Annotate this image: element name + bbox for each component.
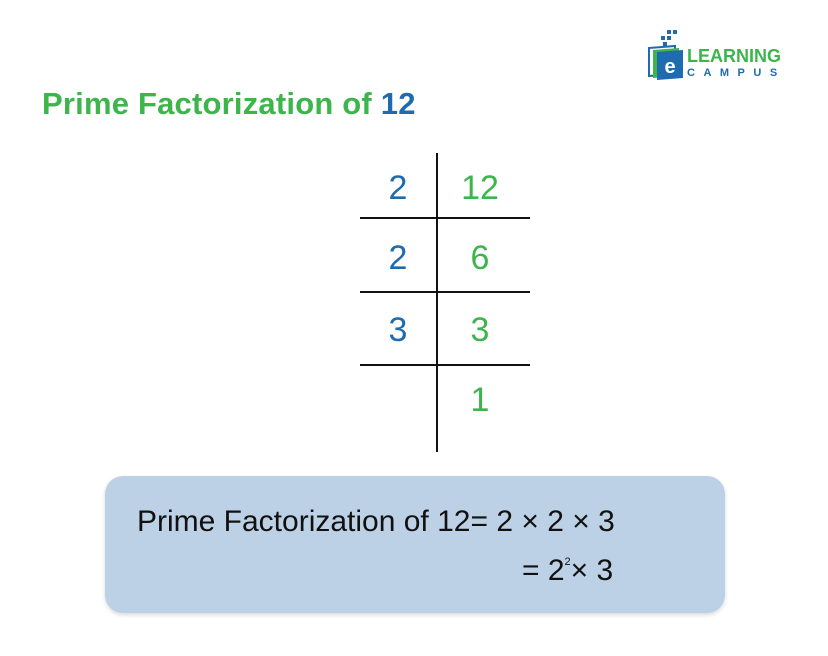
dividend: 12: [461, 169, 499, 207]
title-number: 12: [380, 86, 416, 121]
result-line-1: Prime Factorization of 12= 2 × 2 × 3: [137, 505, 615, 538]
title-text: Prime Factorization of: [42, 86, 381, 121]
page-title: Prime Factorization of 12: [42, 86, 416, 122]
elearning-campus-logo: e LEARNING CAMPUS: [648, 30, 786, 80]
divisor: 2: [388, 239, 408, 277]
dividend: 3: [470, 311, 490, 349]
divisor: 3: [388, 311, 408, 349]
svg-text:CAMPUS: CAMPUS: [687, 67, 786, 79]
result-line-2: = 22× 3: [522, 554, 613, 588]
dividend: 1: [470, 381, 490, 419]
division-line: [360, 291, 530, 293]
divisor: 2: [388, 169, 408, 207]
division-vertical-line: [436, 153, 438, 452]
division-line: [360, 217, 530, 219]
result-box: [105, 476, 725, 613]
result-line-2-prefix: = 2: [522, 554, 565, 587]
svg-text:LEARNING: LEARNING: [687, 46, 781, 66]
division-line: [360, 364, 530, 366]
result-line-2-suffix: × 3: [570, 554, 614, 587]
exponent: 2: [564, 556, 571, 568]
dividend: 6: [470, 239, 490, 277]
svg-text:e: e: [664, 56, 675, 78]
